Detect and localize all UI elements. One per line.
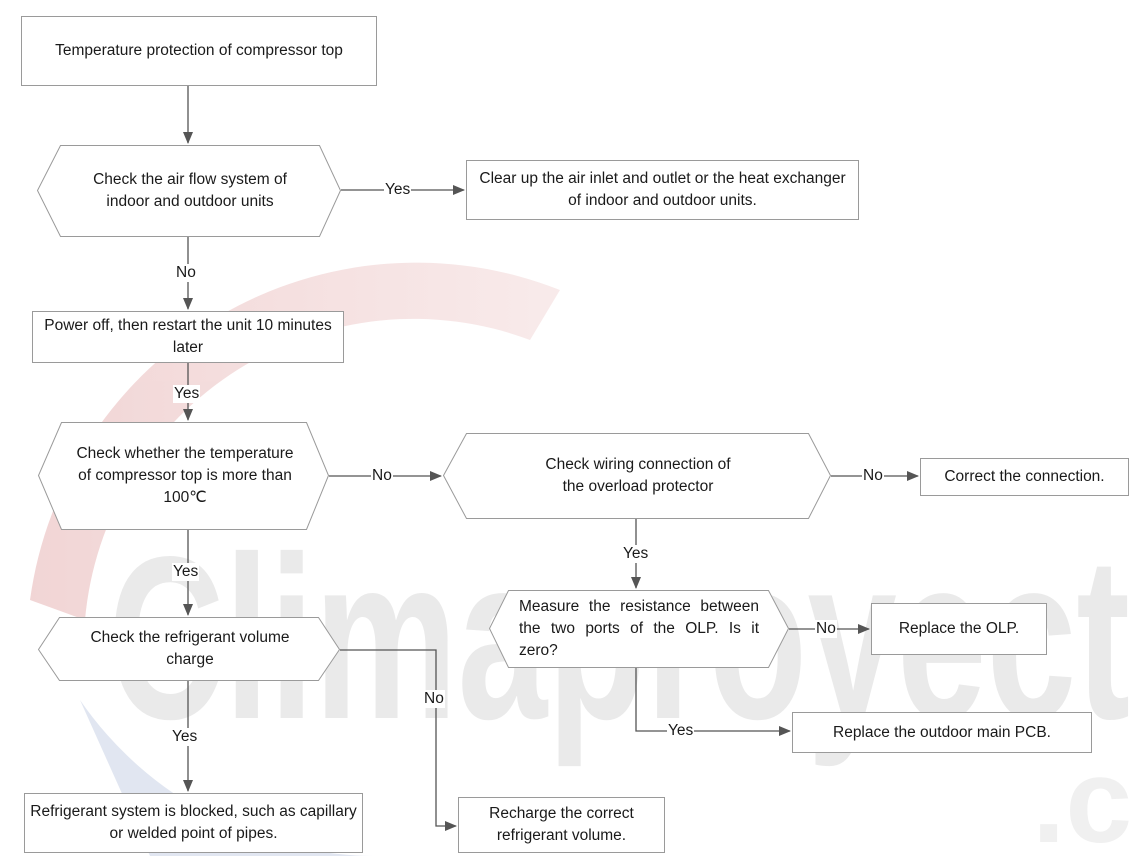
replace-olp-text: Replace the OLP.	[898, 620, 1020, 637]
correct-connection-box	[920, 458, 1129, 496]
recharge-box	[458, 797, 665, 853]
check-wiring-text: Check wiring connection of the overload …	[545, 456, 731, 495]
clear-air-text: Clear up the air inlet and outlet or the…	[479, 170, 846, 209]
label-refrigerant-yes: Yes	[171, 728, 199, 746]
power-off-box	[32, 311, 344, 363]
power-off-text: Power off, then restart the unit 10 minu…	[44, 317, 332, 356]
replace-olp-box	[871, 603, 1047, 655]
clear-air-box	[466, 160, 859, 220]
label-temp-yes: Yes	[172, 563, 200, 581]
label-power-yes: Yes	[173, 385, 201, 403]
label-airflow-yes: Yes	[384, 181, 412, 199]
check-airflow-decision	[36, 145, 342, 237]
start-text: Temperature protection of compressor top	[55, 42, 343, 59]
label-refrigerant-no: No	[423, 690, 445, 708]
check-temp-text: Check whether the temperature of compres…	[76, 445, 294, 506]
start-box	[21, 16, 377, 86]
blocked-box	[24, 793, 363, 853]
check-wiring-decision	[442, 433, 832, 519]
check-refrigerant-text: Check the refrigerant volume charge	[90, 629, 290, 668]
measure-resistance-text: Measure the resistance between the two p…	[518, 591, 760, 667]
measure-resistance-label: Measure the resistance between the two p…	[519, 598, 759, 659]
label-resistance-yes: Yes	[667, 722, 695, 740]
recharge-text: Recharge the correct refrigerant volume.	[489, 805, 634, 844]
label-wiring-no: No	[862, 467, 884, 485]
edge-refrigerant-no	[340, 649, 457, 831]
label-temp-no: No	[371, 467, 393, 485]
label-wiring-yes: Yes	[622, 545, 650, 563]
correct-connection-text: Correct the connection.	[944, 468, 1105, 485]
edge-resistance-yes	[635, 668, 791, 736]
check-refrigerant-decision	[37, 617, 341, 681]
watermark-suffix: .c	[1032, 734, 1130, 856]
measure-resistance-decision	[488, 590, 790, 668]
label-airflow-no: No	[175, 264, 197, 282]
label-resistance-no: No	[815, 620, 837, 638]
check-temp-decision	[37, 422, 330, 530]
blocked-text: Refrigerant system is blocked, such as c…	[30, 803, 357, 842]
check-airflow-text: Check the air flow system of indoor and …	[93, 171, 287, 210]
replace-pcb-box	[792, 712, 1092, 753]
replace-pcb-text: Replace the outdoor main PCB.	[833, 723, 1051, 741]
